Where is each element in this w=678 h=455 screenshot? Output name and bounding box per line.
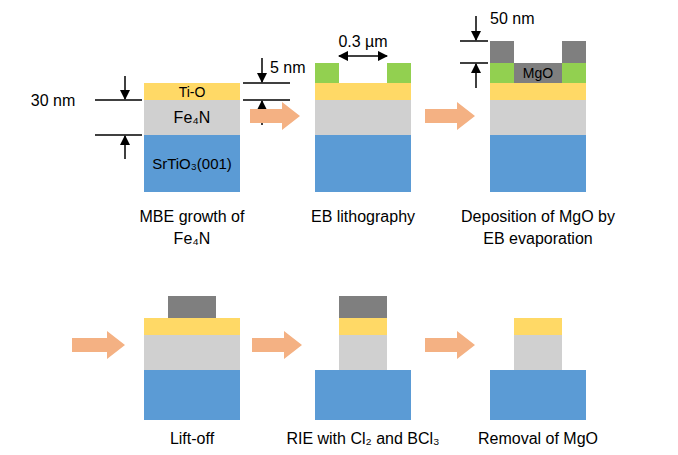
step-caption: Removal of MgO [448,428,628,450]
dimension-arrow [124,136,126,159]
fe4n-layer: Fe₄N [144,100,240,135]
fe4n-layer [144,335,240,370]
substrate-layer [144,370,240,420]
step-arrow [425,331,475,359]
resist-block [387,63,411,83]
step-caption: EB lithography [293,206,433,228]
tio-layer [490,83,586,100]
dimension-arrow [339,55,387,57]
dimension-arrow [475,16,477,40]
tio-layer [144,318,240,335]
substrate-layer: SrTiO₃(001) [144,135,240,192]
step-arrow [425,102,475,130]
layer-name: MgO [523,66,553,80]
dimension-label: 30 nm [14,90,92,112]
layer-name: SrTiO₃(001) [152,156,232,171]
fe4n-layer [490,100,586,135]
step-caption: MBE growth of Fe₄N [122,206,262,249]
step-arrow [252,331,302,359]
dimension-label: 0.3 µm [313,31,413,53]
dimension-arrow [475,64,477,88]
substrate-layer [315,370,411,420]
fe4n-layer [339,335,387,370]
step-caption: RIE with Cl₂ and BCl₃ [273,428,453,450]
dimension-arrow [261,58,263,82]
dimension-line [95,134,142,136]
dimension-arrow [124,76,126,99]
tio-layer [514,318,562,335]
step-arrow [72,331,125,359]
tio-layer [339,318,387,335]
layer-name: Ti-O [179,85,206,99]
dimension-line [95,99,142,101]
step-arrow [250,102,300,130]
dimension-line [243,82,290,84]
panel-3-dimensions [460,16,488,88]
dimension-label: 50 nm [490,8,560,30]
mgo-block [168,296,216,318]
panel-4-stack [144,296,240,420]
step-caption: Lift-off [122,428,262,450]
layer-name: Fe₄N [174,110,211,126]
step-arrows [72,102,475,359]
fe4n-layer [315,100,411,135]
panel-3-stack [460,16,586,192]
dimension-line [460,62,488,64]
substrate-layer [490,135,586,192]
substrate-layer [315,135,411,192]
fe4n-layer [514,335,562,370]
mgo-block [339,296,387,318]
resist-block [562,63,586,83]
panel-5-stack [315,296,411,420]
tio-layer [315,83,411,100]
resist-block [315,63,339,83]
resist-block [490,63,514,83]
dimension-line [243,99,290,101]
mgo-block [562,41,586,63]
substrate-layer [490,370,586,420]
panel-2-stack [315,56,411,192]
tio-layer: Ti-O [144,83,240,100]
dimension-label: 5 nm [270,57,330,79]
mgo-block [490,41,514,63]
step-caption: Deposition of MgO by EB evaporation [453,206,623,249]
dimension-line [460,40,488,42]
panel-6-stack [490,318,586,420]
mgo-layer: MgO [514,63,562,83]
